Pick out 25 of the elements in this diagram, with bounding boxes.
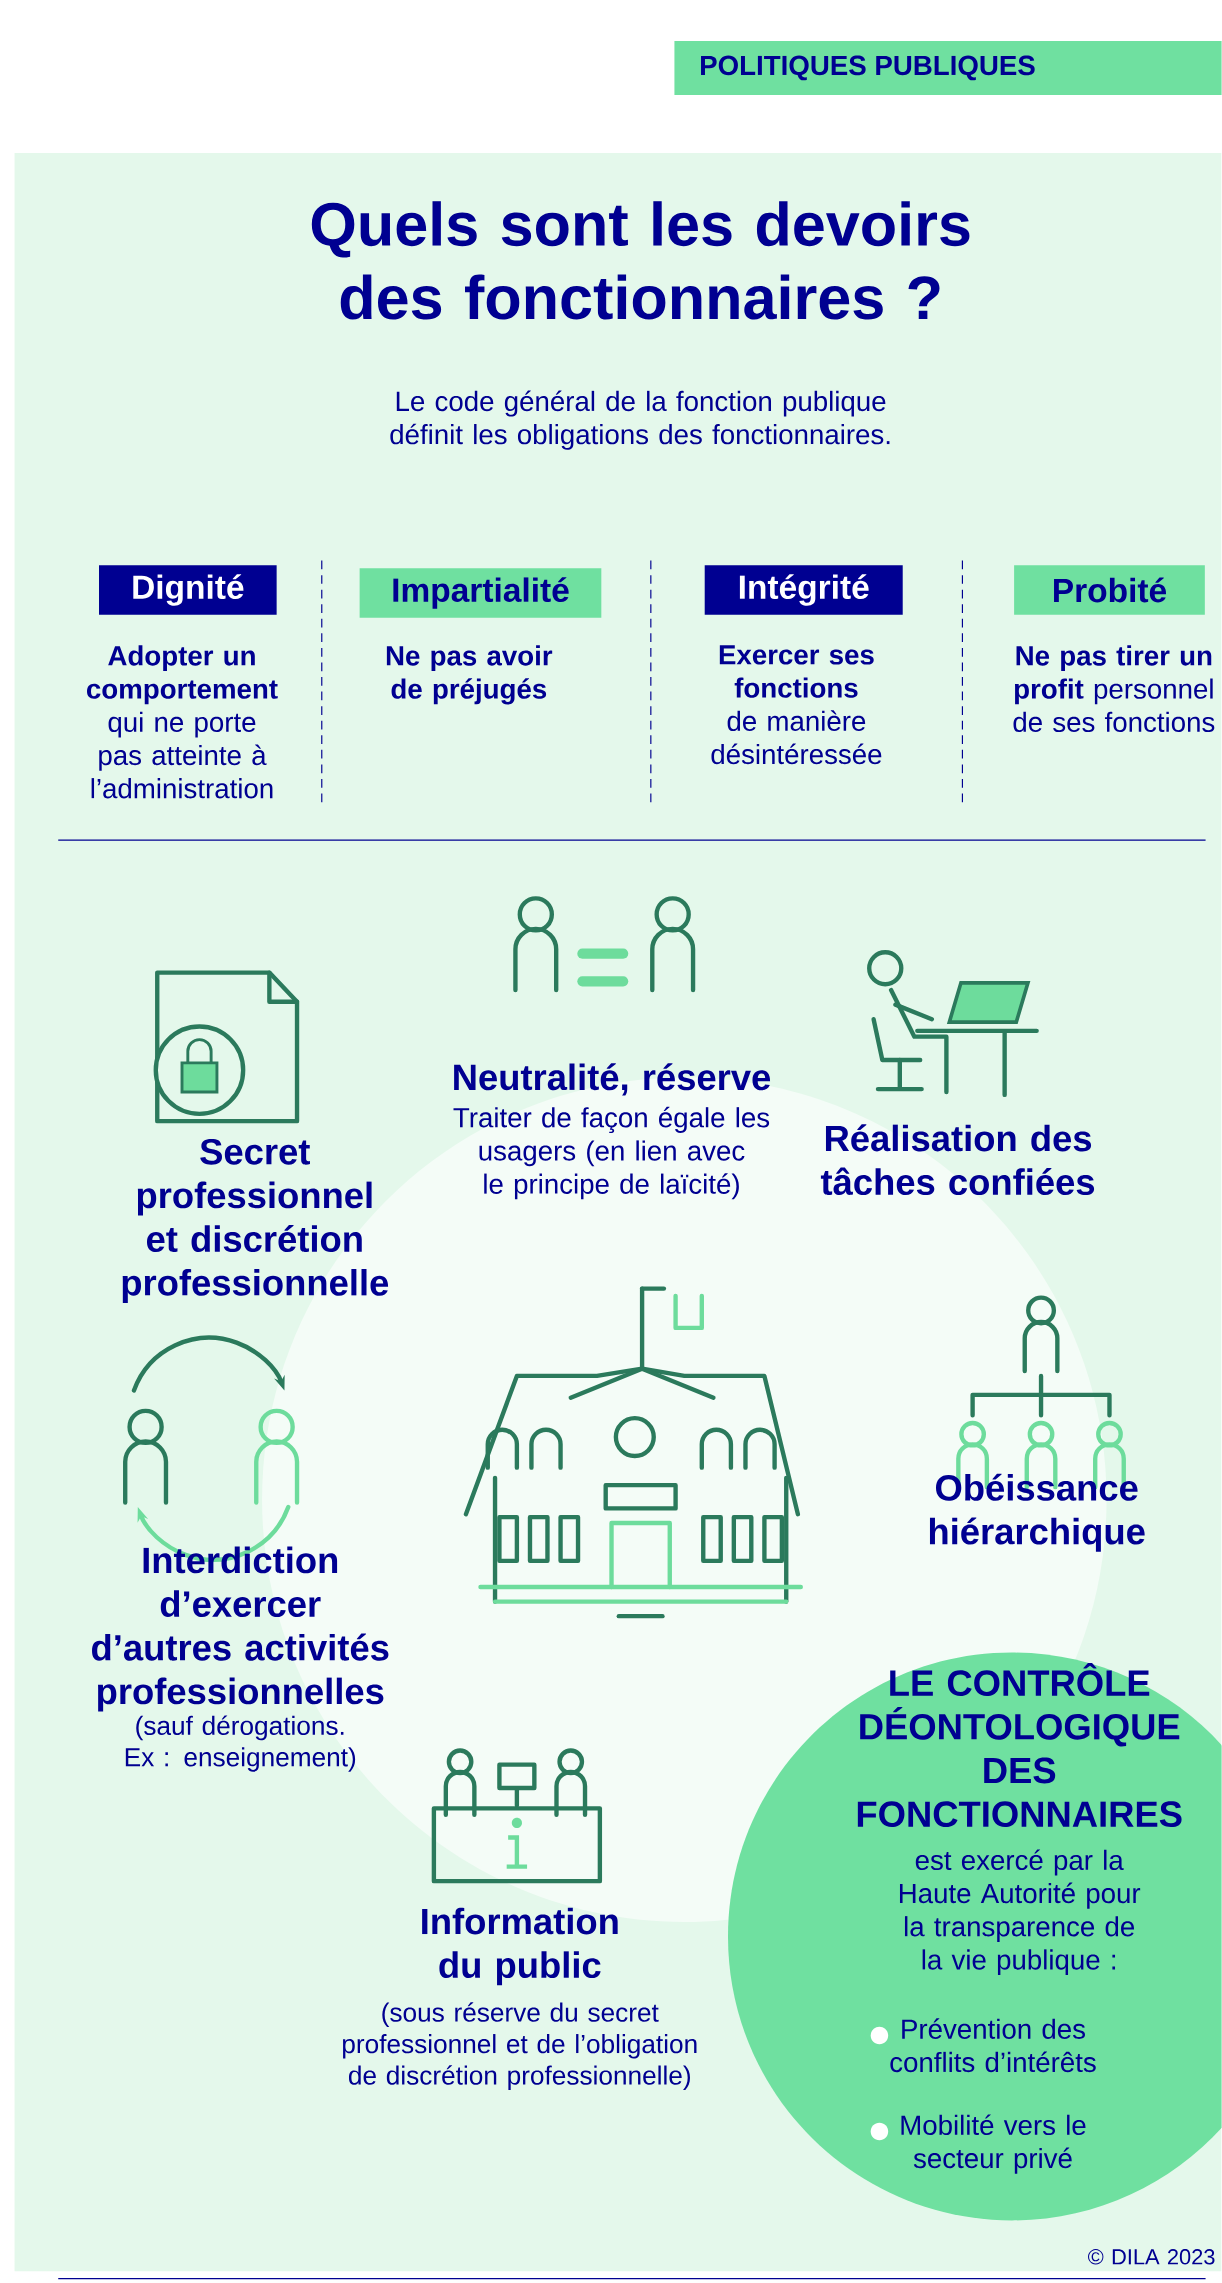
category-tag: POLITIQUES PUBLIQUES <box>674 41 1222 95</box>
duty-heading: Réalisation des tâches confiées <box>821 1124 1095 1196</box>
bullet-item: Prévention des conflits d’intérêts <box>870 2018 1096 2073</box>
description-text: Ne pas tirer un profit personnel de ses fonctions <box>1013 645 1215 732</box>
description-text: Exercer ses fonctions de manière désintéressée <box>711 645 882 765</box>
description-text: Adopter un comportement qui ne porte pas atteinte à l’administration <box>87 645 278 799</box>
duty-heading: Secret professionnel et discrétion professionnelle <box>122 1138 389 1303</box>
circle-text: est exercé par la Haute Autorité pour la transparence de la vie publique : <box>900 1849 1141 1976</box>
heading-box: Impartialité <box>359 568 602 618</box>
duty-heading: Interdiction d’exercer d’autres activités professionnelles <box>92 1546 389 1712</box>
duty-description: (sous réserve du secret professionnel et de l’obligation de discrétion professionnelle) <box>343 2002 697 2090</box>
duty-description: Traiter de façon égale les usagers (en lien avec le principe de laïcité) <box>453 1106 770 1200</box>
heading-box: Intégrité <box>704 565 903 615</box>
duty-heading: Obéissance hiérarchique <box>930 1473 1145 1552</box>
circle-heading: LE CONTRÔLE DÉONTOLOGIQUE DES FONCTIONNAIRES <box>858 1663 1182 1828</box>
duty-description: (sauf dérogations. Ex : enseignement) <box>126 1715 356 1772</box>
heading-box: Dignité <box>99 565 277 615</box>
bullet-item: Mobilité vers le secteur privé <box>870 2114 1086 2174</box>
duty-heading: Neutralité, réserve <box>454 1063 771 1096</box>
copyright-note: © DILA 2023 <box>1088 2249 1215 2265</box>
title: Quels sont les devoirs des fonctionnaires ? <box>312 201 970 320</box>
description-text: Ne pas avoir de préjugés <box>387 645 553 705</box>
heading-box: Probité <box>1014 565 1206 615</box>
duty-heading: Information du public <box>422 1907 618 1986</box>
subtitle: Le code général de la fonction publique définit les obligations des fonctionnaires. <box>390 390 890 450</box>
